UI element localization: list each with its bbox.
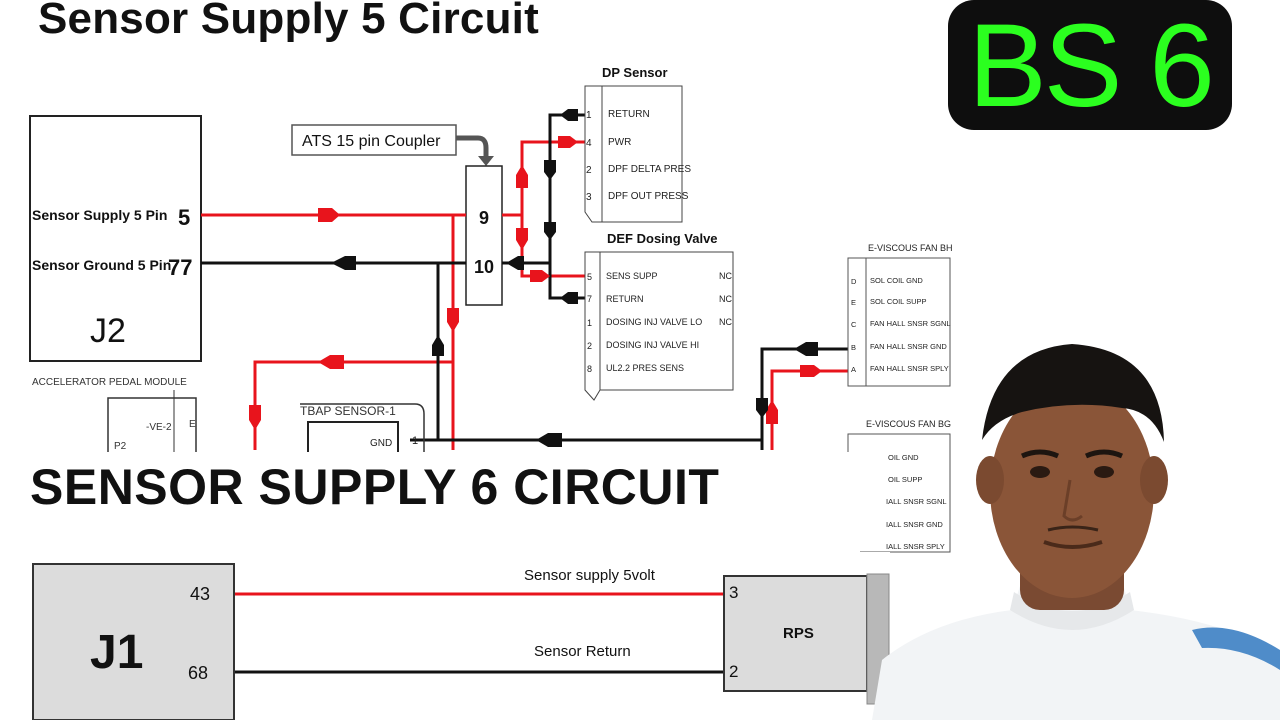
coupler-label: ATS 15 pin Coupler	[302, 133, 441, 150]
svg-text:FAN HALL SNSR SGNL: FAN HALL SNSR SGNL	[870, 319, 951, 328]
svg-text:PWR: PWR	[608, 137, 631, 148]
svg-text:7: 7	[587, 294, 592, 304]
supply-wire-label: Sensor supply 5volt	[524, 567, 656, 584]
accel-sub: P2	[114, 441, 127, 452]
j2-pin77: 77	[168, 255, 192, 280]
j2-pin5: 5	[178, 205, 190, 230]
rps-pin2: 2	[729, 662, 738, 681]
tbap-pin: 1	[412, 435, 418, 447]
accel-label: -VE-2	[146, 422, 172, 433]
coupler-pin10: 10	[474, 257, 494, 277]
svg-text:IALL SNSR GND: IALL SNSR GND	[886, 520, 943, 529]
svg-text:B: B	[851, 343, 856, 352]
j2-pin77-label: Sensor Ground 5 Pin	[32, 257, 171, 273]
j1-block	[32, 563, 235, 720]
svg-text:SENS SUPP: SENS SUPP	[606, 271, 658, 281]
svg-text:NC: NC	[719, 271, 732, 281]
svg-text:8: 8	[587, 364, 592, 374]
svg-text:DOSING INJ VALVE LO: DOSING INJ VALVE LO	[606, 317, 702, 327]
svg-text:DPF DELTA PRES: DPF DELTA PRES	[608, 164, 691, 175]
dp-sensor-title: DP Sensor	[602, 65, 668, 80]
svg-text:RETURN: RETURN	[608, 109, 650, 120]
diagram-title-top: Sensor Supply 5 Circuit	[38, 0, 539, 43]
svg-text:E: E	[851, 298, 856, 307]
svg-text:NC: NC	[719, 317, 732, 327]
svg-text:IALL SNSR SGNL: IALL SNSR SGNL	[886, 497, 947, 506]
fan-bg-title: E-VISCOUS FAN BG	[866, 419, 951, 429]
diagram-title-bottom: SENSOR SUPPLY 6 CIRCUIT	[30, 459, 720, 515]
svg-text:1: 1	[586, 110, 592, 121]
svg-text:2: 2	[586, 165, 592, 176]
rps-pin3: 3	[729, 583, 738, 602]
dp-sensor-pins: 1 RETURN 4 PWR 2 DPF DELTA PRES 3 DPF OUT PR…	[586, 109, 691, 203]
j2-pin5-label: Sensor Supply 5 Pin	[32, 207, 167, 223]
svg-text:1: 1	[587, 318, 592, 328]
ground-arrows	[331, 109, 818, 447]
svg-text:OIL GND: OIL GND	[888, 453, 919, 462]
accel-title: ACCELERATOR PEDAL MODULE	[32, 377, 187, 388]
svg-text:UL2.2 PRES SENS: UL2.2 PRES SENS	[606, 363, 684, 373]
presenter-photo	[872, 344, 1280, 720]
fan-bh-title: E-VISCOUS FAN BH	[868, 243, 953, 253]
svg-text:DPF OUT PRESS: DPF OUT PRESS	[608, 191, 689, 202]
coupler-block	[465, 165, 503, 306]
svg-text:D: D	[851, 277, 857, 286]
rps-label: RPS	[783, 625, 814, 642]
j1-label: J1	[90, 626, 143, 679]
svg-text:DOSING INJ VALVE HI: DOSING INJ VALVE HI	[606, 340, 699, 350]
coupler-label-box	[291, 124, 457, 156]
svg-text:A: A	[851, 365, 856, 374]
svg-text:3: 3	[586, 192, 592, 203]
svg-text:4: 4	[586, 138, 592, 149]
fan-bg-pins: OIL GND OIL SUPP IALL SNSR SGNL IALL SNS…	[886, 453, 947, 551]
tbap-title: TBAP SENSOR-1	[300, 404, 396, 418]
svg-text:5: 5	[587, 272, 592, 282]
j1-pin43: 43	[190, 584, 210, 604]
supply-arrows	[249, 136, 822, 430]
accel-pin: E	[189, 419, 196, 430]
fan-bh-pins: D SOL COIL GND E SOL COIL SUPP C FAN HALL S…	[851, 276, 951, 374]
return-wire-label: Sensor Return	[534, 643, 631, 660]
svg-text:FAN HALL SNSR GND: FAN HALL SNSR GND	[870, 342, 947, 351]
svg-text:OIL SUPP: OIL SUPP	[888, 475, 922, 484]
bs6-badge: BS 6	[948, 0, 1232, 130]
def-valve-title: DEF Dosing Valve	[607, 231, 718, 246]
svg-text:2: 2	[587, 341, 592, 351]
rps-block	[723, 575, 868, 692]
svg-text:RETURN: RETURN	[606, 294, 644, 304]
j2-block	[29, 115, 202, 362]
svg-text:NC: NC	[719, 294, 732, 304]
svg-text:SOL COIL SUPP: SOL COIL SUPP	[870, 297, 927, 306]
j1-pin68: 68	[188, 663, 208, 683]
svg-text:C: C	[851, 320, 857, 329]
tbap-pin-label: GND	[370, 438, 392, 449]
j2-label: J2	[90, 312, 126, 350]
svg-text:IALL SNSR SPLY: IALL SNSR SPLY	[886, 542, 945, 551]
svg-text:FAN HALL SNSR SPLY: FAN HALL SNSR SPLY	[870, 364, 949, 373]
coupler-pin9: 9	[479, 208, 489, 228]
svg-text:SOL COIL GND: SOL COIL GND	[870, 276, 923, 285]
